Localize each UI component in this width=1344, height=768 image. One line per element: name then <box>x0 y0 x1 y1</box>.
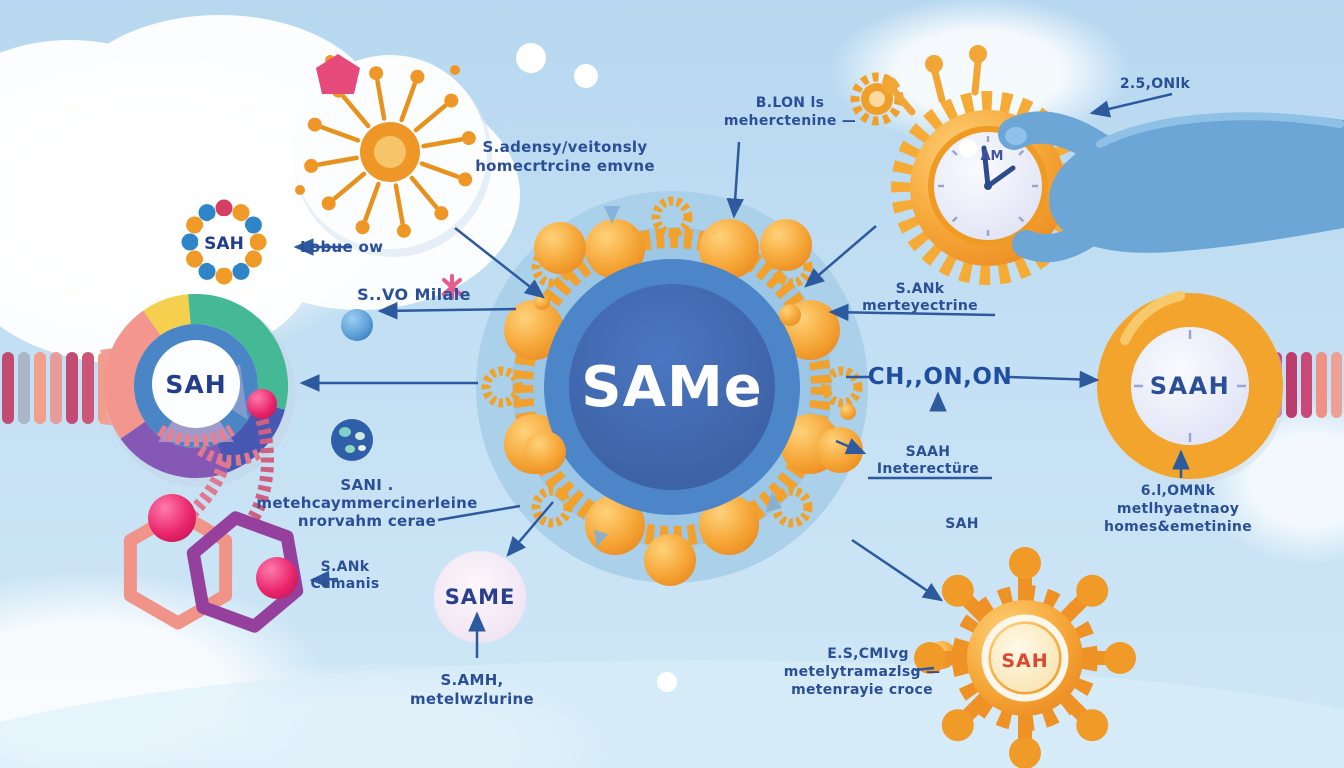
label-sixl-2: metlhyaetnaoy <box>1117 501 1239 517</box>
satellite-spheres <box>524 219 863 586</box>
clock-am-label: AM <box>981 149 1004 164</box>
deco-chevrons <box>594 206 782 547</box>
label-formula: CH,,ON,ON <box>868 364 1012 390</box>
arrow-clock-to-center <box>804 225 877 288</box>
arrow-network-to-center <box>454 227 545 299</box>
label-vo-milale: S..VO Milale <box>357 285 471 304</box>
label-blon-1: B.LON ls <box>756 95 824 111</box>
blue-hand <box>998 111 1344 263</box>
flower-icon <box>316 54 360 94</box>
label-two5onk: 2.5,ONlk <box>1120 76 1191 92</box>
label-inet-2: Ineterectüre <box>877 461 979 477</box>
star-icon <box>442 274 462 300</box>
clock-sun: AM <box>882 45 1085 285</box>
bottom-sun-label: SAH <box>1001 650 1048 672</box>
leader-sani <box>437 504 521 522</box>
arrow-to-same-circle <box>506 501 554 557</box>
hexagon-molecules <box>123 418 304 633</box>
label-mert-1: S.ANk <box>896 281 945 297</box>
hexagon-right <box>186 511 304 633</box>
network-circle <box>293 54 492 257</box>
magenta-sphere <box>256 557 298 599</box>
deco-dot <box>516 43 546 73</box>
globe-sphere <box>331 419 373 461</box>
left-ring-label: SAH <box>165 370 226 399</box>
arrow-vo-milale <box>377 301 517 320</box>
arrow-mert-to-center <box>828 303 996 322</box>
clock-knobs <box>891 58 982 116</box>
label-blon-2: meherctenine — <box>724 113 856 129</box>
label-adensy-2: homecrtrcine emvne <box>475 157 655 175</box>
label-adensy-1: S.adensy/veitonsly <box>483 138 648 156</box>
sun-knobs <box>914 547 1136 768</box>
leader-inet <box>835 438 867 455</box>
label-mert-2: merteyectrine <box>862 298 978 314</box>
deco-dot <box>574 64 598 88</box>
left-sah-ring: SAH <box>103 293 295 487</box>
label-sixl-3: homes&emetinine <box>1104 519 1252 535</box>
magenta-sphere <box>148 494 196 542</box>
dash-escm <box>914 666 935 672</box>
label-escm-3: metenrayie croce <box>791 682 933 698</box>
cursor-icon <box>766 492 782 512</box>
bottom-same-circle: SAME <box>434 551 526 643</box>
label-sani-2: metehcaymmercinerleine <box>256 494 477 512</box>
label-sani-3: nrorvahm cerae <box>298 512 436 530</box>
label-samh-1: S.AMH, <box>440 671 503 689</box>
badge-dot-ring <box>181 199 267 285</box>
label-sixl-1: 6.l,OMNk <box>1141 483 1216 499</box>
clock-ticks <box>938 136 1038 236</box>
annotation-labels: Lobue ow S.adensy/veitonsly homecrtrcine… <box>256 76 1252 708</box>
magenta-bead <box>247 389 277 419</box>
dendrite-branches <box>316 78 464 226</box>
leader-two5onk <box>1089 92 1173 118</box>
label-cemanis-1: S.ANk <box>321 559 370 575</box>
chevron-small-icon <box>594 530 608 547</box>
label-lobue: Lobue ow <box>300 238 383 256</box>
blue-sphere <box>341 309 373 341</box>
arrow-blon-down <box>726 141 744 219</box>
glare-dot <box>959 139 977 157</box>
label-samh-2: metelwzlurine <box>410 690 534 708</box>
coil-ring <box>513 228 831 546</box>
label-escm-2: metelytramazlsg — <box>784 664 941 680</box>
label-escm-1: E.S,CMIvg <box>827 646 909 662</box>
fingertip <box>1005 127 1027 145</box>
arrows <box>293 92 1190 672</box>
chevron-down-icon <box>604 206 620 224</box>
saah-ring: SAAH <box>1097 291 1286 484</box>
right-ring-label: SAAH <box>1150 372 1231 400</box>
label-cemanis-2: Cemanis <box>310 576 379 592</box>
sah-badge: SAH <box>181 199 267 285</box>
center-same-molecule: SAMe <box>476 191 868 586</box>
white-sphere <box>657 672 677 692</box>
bottom-circle-label: SAME <box>445 585 516 609</box>
center-label: SAMe <box>581 355 762 420</box>
label-sah-plain: SAH <box>945 516 979 532</box>
saah-ticks <box>1134 330 1246 442</box>
bottom-right-sun: SAH <box>914 547 1136 768</box>
badge-label: SAH <box>204 234 244 254</box>
arrow-formula-to-saah <box>1007 370 1100 389</box>
arrow-to-bottom-sun <box>851 538 944 602</box>
hexagon-left <box>123 506 233 630</box>
arrow-cemanis <box>309 570 339 589</box>
label-inet-1: SAAH <box>906 444 951 460</box>
clock-hands <box>981 145 1016 189</box>
label-sani-1: SANI . <box>340 476 393 494</box>
